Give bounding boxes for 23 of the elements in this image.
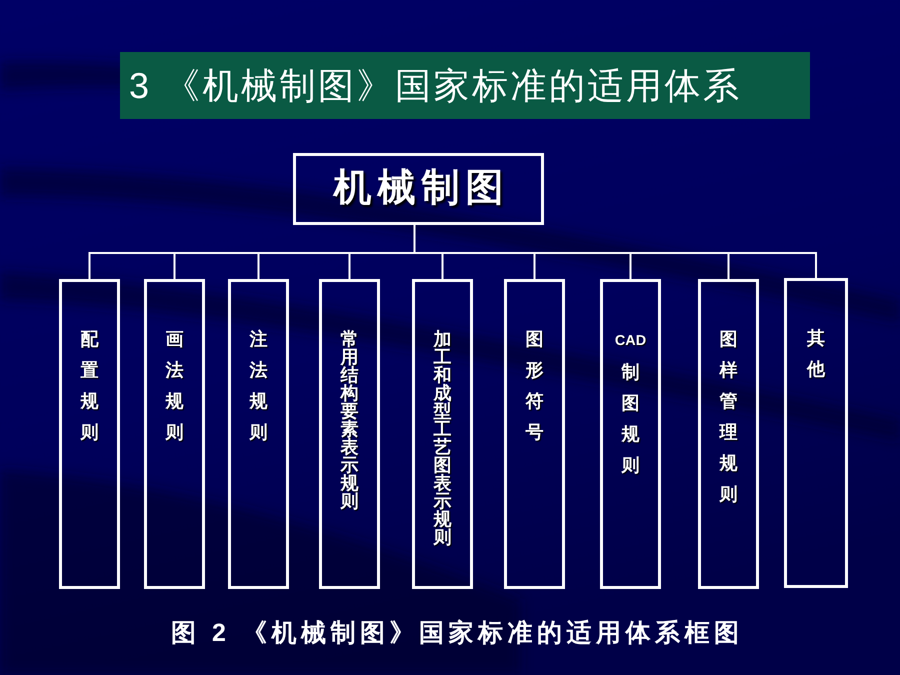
- vertical-label: 其他: [807, 326, 825, 380]
- vertical-label: 图样管理规则: [720, 328, 738, 506]
- root-box: [293, 153, 544, 225]
- category-box: [144, 279, 205, 589]
- title-banner: 3 《机械制图》国家标准的适用体系: [120, 52, 810, 119]
- category-box: [412, 279, 473, 589]
- vertical-label: 画法规则: [166, 328, 184, 444]
- vertical-label: 常用结构要素表示规则: [340, 330, 358, 510]
- vertical-label: 配置规则: [80, 328, 98, 444]
- category-box: [228, 279, 289, 589]
- category-box: [504, 279, 565, 589]
- category-box: [319, 279, 380, 589]
- figure-caption: 图 2 《机械制图》国家标准的适用体系框图: [171, 618, 744, 649]
- box-title: 机械制图: [332, 168, 510, 210]
- category-box: [784, 278, 848, 588]
- vertical-label: CAD制图规则: [614, 332, 646, 476]
- category-box: [600, 279, 661, 589]
- category-box: [698, 279, 759, 589]
- vertical-label: 图形符号: [526, 328, 544, 444]
- category-box: [59, 279, 120, 589]
- vertical-label: 加工和成型工艺图表示规则: [434, 330, 452, 546]
- vertical-label: 注法规则: [250, 328, 268, 444]
- connector-line: [414, 225, 817, 278]
